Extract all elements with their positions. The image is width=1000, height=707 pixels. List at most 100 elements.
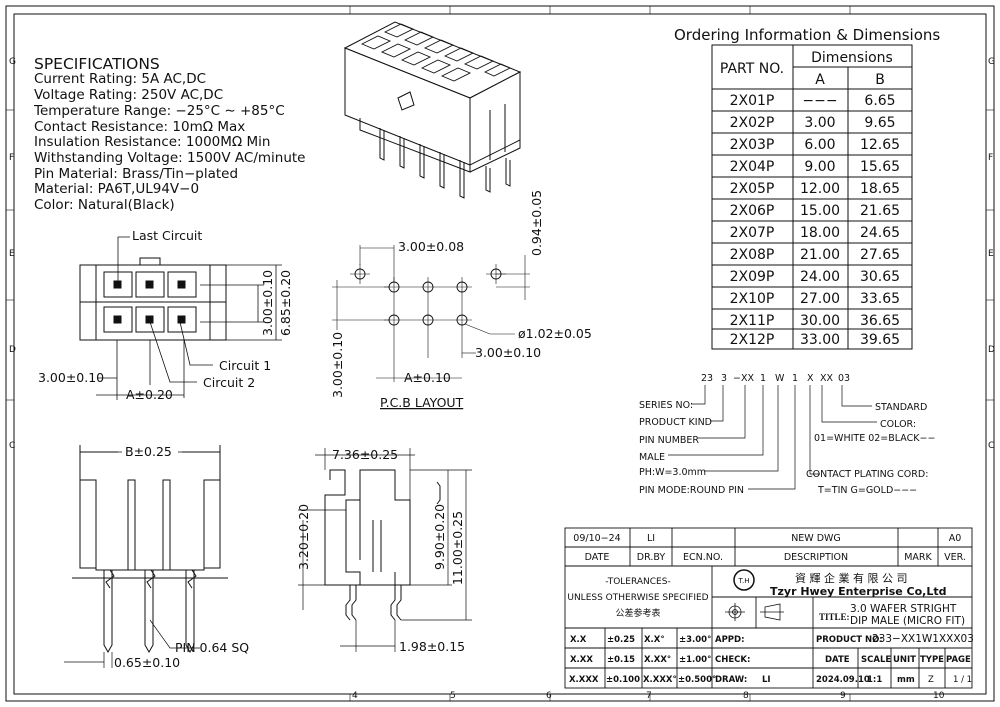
tol-xxx: X.XXX — [569, 675, 599, 685]
ordering-dim-a-cell: 3.00 — [804, 115, 835, 131]
rev-ver: A0 — [949, 533, 962, 544]
code-color-label: COLOR: — [880, 419, 916, 430]
border-row-label: D — [9, 345, 16, 355]
border-row-label: D — [988, 345, 995, 355]
border-col-label: 5 — [450, 691, 456, 701]
ordering-dim-b-cell: 18.65 — [860, 181, 900, 197]
border-col-label: 6 — [546, 691, 552, 701]
ordering-part-no-cell: 2X03P — [730, 137, 775, 153]
v-page: 1 / 1 — [953, 675, 972, 685]
draw-by: LI — [762, 675, 771, 685]
company-logo-text: T.H — [738, 577, 750, 585]
pcb-layout — [332, 245, 530, 382]
ordering-part-no-cell: 2X07P — [730, 225, 775, 241]
connector-front-elevation — [72, 445, 228, 654]
title-label: TITLE: — [819, 612, 850, 622]
ordering-part-no-cell: 2X06P — [730, 203, 775, 219]
v-scale: 1:1 — [867, 675, 882, 685]
circuit-2-label: Circuit 2 — [203, 375, 255, 390]
tolerances-cn: 公差参考表 — [615, 607, 660, 619]
code-series-label: SERIES NO: — [639, 400, 693, 411]
rev-date: 09/10−24 — [573, 533, 620, 544]
pcb-layout-label: P.C.B LAYOUT — [380, 395, 464, 410]
code-plating-options: T=TIN G=GOLD−−− — [817, 485, 917, 496]
circuit-1-label: Circuit 1 — [219, 358, 271, 373]
border-col-label: 9 — [840, 691, 846, 701]
ordering-dim-a-cell: −−− — [802, 93, 837, 109]
front-dim-h1: 3.00±0.10 — [260, 270, 275, 336]
spec-line: Current Rating: 5A AC,DC — [34, 71, 206, 87]
part-code-breakdown: 23 3 −XX 1 W 1 X XX 03 SERIES NO: PRODUC… — [639, 373, 935, 496]
connector-front-view — [79, 257, 227, 341]
connector-isometric-view — [343, 21, 522, 199]
ordering-dim-b-cell: 30.65 — [860, 269, 900, 285]
border-col-label: 8 — [743, 691, 749, 701]
pin-size-label: PIN 0.64 SQ — [175, 640, 249, 655]
tol-xx-ang-val: ±1.00° — [679, 655, 711, 665]
ordering-dim-b-cell: 12.65 — [860, 137, 900, 153]
company-logo: T.H — [733, 569, 755, 591]
code-seg: 1 — [760, 373, 766, 384]
rev-by: LI — [647, 533, 655, 544]
code-kind-label: PRODUCT KIND — [639, 417, 712, 428]
pcb-dim-top: 3.00±0.08 — [398, 239, 464, 254]
pcb-dim-left: 3.00±0.10 — [330, 332, 345, 398]
ordering-dim-a-cell: 27.00 — [800, 291, 840, 307]
ordering-part-no-cell: 2X05P — [730, 181, 775, 197]
code-pin-number-label: PIN NUMBER — [639, 435, 699, 446]
v-type: Z — [928, 675, 934, 685]
border-row-label: F — [988, 153, 993, 163]
border-row-label: G — [9, 57, 16, 67]
title-line-2: DIP MALE (MICRO FIT) — [850, 615, 965, 627]
ordering-part-no-cell: 2X12P — [730, 332, 775, 348]
specifications-title: SPECIFICATIONS — [34, 55, 160, 73]
front-elevation-dims — [64, 451, 220, 668]
sheet-border-inner — [13, 13, 987, 695]
last-circuit-label: Last Circuit — [132, 228, 202, 243]
ordering-dim-a-cell: 30.00 — [800, 313, 840, 329]
check-label: CHECK: — [715, 655, 750, 665]
code-pin-mode-label: PIN MODE:ROUND PIN — [639, 485, 744, 496]
ordering-part-no-cell: 2X08P — [730, 247, 775, 263]
ordering-dim-b-cell: 36.65 — [860, 313, 900, 329]
code-seg: 03 — [838, 373, 850, 384]
rev-desc: NEW DWG — [791, 533, 841, 544]
company-name-en: Tzyr Hwey Enterprise Co,Ltd — [770, 585, 947, 598]
tol-xx-val: ±0.15 — [607, 655, 635, 665]
ordering-header-dimensions: Dimensions — [811, 50, 893, 66]
border-row-label: G — [988, 57, 995, 67]
h2-unit: UNIT — [893, 655, 916, 665]
spec-line: Material: PA6T,UL94V−0 — [34, 181, 199, 197]
ordering-table — [711, 44, 913, 350]
tol-xx-ang: X.XX° — [644, 655, 671, 665]
appd-label: APPD: — [715, 635, 745, 645]
front-view-annotations — [96, 236, 282, 400]
ordering-header-a: A — [815, 72, 825, 88]
header-ecn: ECN.NO. — [683, 552, 723, 563]
product-no-label: PRODUCT NO: — [816, 635, 883, 645]
ordering-dim-a-cell: 6.00 — [804, 137, 835, 153]
spec-line: Voltage Rating: 250V AC,DC — [34, 87, 223, 103]
connector-side-view — [324, 469, 441, 621]
ordering-dim-b-cell: 33.65 — [860, 291, 900, 307]
pcb-dim-hole: ø1.02±0.05 — [518, 326, 592, 341]
v-date: 2024.09.10 — [816, 675, 870, 685]
border-row-label: F — [9, 153, 14, 163]
projection-symbol — [725, 603, 784, 621]
border-row-label: E — [9, 249, 15, 259]
side-dim-r1: 9.90±0.20 — [432, 504, 447, 570]
tol-x: X.X — [570, 635, 587, 645]
h2-date: DATE — [825, 655, 850, 665]
header-ver: VER. — [944, 552, 966, 563]
specifications-block: SPECIFICATIONS Current Rating: 5A AC,DC … — [33, 55, 306, 213]
spec-line: Withstanding Voltage: 1500V AC/minute — [34, 150, 306, 166]
pcb-dim-a: A±0.10 — [404, 370, 451, 385]
ordering-part-no-cell: 2X01P — [730, 93, 775, 109]
code-seg: −XX — [733, 373, 754, 384]
tol-x-ang-val: ±3.00° — [679, 635, 711, 645]
ordering-dim-a-cell: 33.00 — [800, 332, 840, 348]
border-col-label: 7 — [646, 691, 652, 701]
code-color-options: 01=WHITE 02=BLACK−− — [814, 433, 935, 444]
side-view-dims — [298, 448, 472, 652]
